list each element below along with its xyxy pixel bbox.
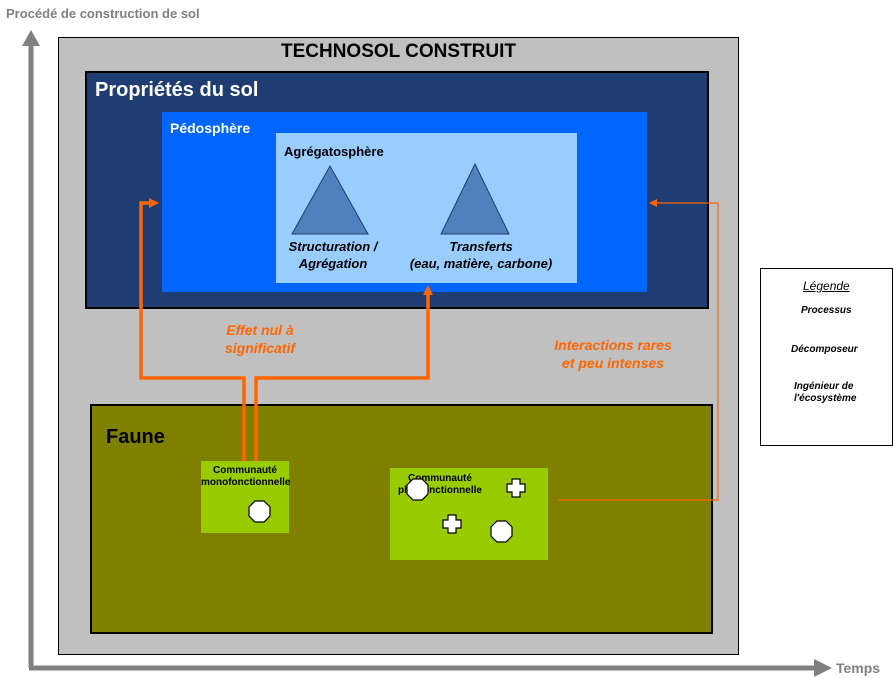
octagon-icon bbox=[406, 478, 429, 501]
technosol-title: TECHNOSOL CONSTRUIT bbox=[280, 41, 517, 62]
y-axis-arrowhead bbox=[22, 30, 40, 46]
interactions-label: Interactions rares et peu intenses bbox=[538, 336, 688, 372]
legend-processus-label: Processus bbox=[801, 305, 852, 316]
process-label-line: Transferts bbox=[449, 239, 513, 254]
legend-ingenieur-line: l'écosystème bbox=[794, 393, 857, 404]
cross-icon bbox=[442, 514, 462, 534]
pedosphere-title: Pédosphère bbox=[170, 120, 251, 136]
process-label-line: Structuration / bbox=[288, 239, 378, 254]
legend-ingenieur-line: Ingénieur de bbox=[794, 381, 854, 392]
communaute-mono-label: Communauté monofonctionnelle bbox=[201, 465, 291, 489]
x-axis-label: Temps bbox=[836, 660, 881, 676]
agregatosphere-title: Agrégatosphère bbox=[284, 144, 384, 159]
legend-ingenieur-label: Ingénieur de l'écosystème bbox=[794, 381, 856, 405]
comm-label-line: Communauté bbox=[213, 465, 277, 476]
y-axis-label: Procédé de construction de sol bbox=[6, 6, 200, 21]
legend-box bbox=[760, 268, 893, 446]
process-label-line: (eau, matière, carbone) bbox=[409, 256, 553, 271]
interactions-label-line: Interactions rares bbox=[554, 337, 672, 353]
arrowhead-icon bbox=[149, 198, 159, 208]
comm-label-line: plurifonctionnelle bbox=[398, 485, 482, 496]
communaute-mono-box bbox=[201, 461, 289, 533]
x-axis-arrowhead bbox=[814, 659, 832, 677]
process-structuration-label: Structuration / Agrégation bbox=[268, 238, 398, 272]
effet-label: Effet nul à significatif bbox=[200, 321, 320, 357]
effet-arrow-left bbox=[139, 201, 246, 461]
legend-title: Légende bbox=[803, 279, 850, 293]
legend-decomposeur-label: Décomposeur bbox=[791, 344, 858, 355]
comm-label-line: Communauté bbox=[408, 473, 472, 484]
effet-label-line: Effet nul à bbox=[226, 322, 294, 338]
communaute-pluri-label: Communauté plurifonctionnelle bbox=[390, 473, 490, 497]
arrowhead-icon bbox=[649, 199, 657, 207]
proprietes-title: Propriétés du sol bbox=[95, 79, 259, 101]
triangle-icon bbox=[291, 164, 369, 235]
arrowhead-icon bbox=[423, 285, 433, 295]
process-label-line: Agrégation bbox=[298, 256, 368, 271]
cross-icon bbox=[506, 478, 526, 498]
octagon-icon bbox=[490, 520, 513, 543]
comm-label-line: monofonctionnelle bbox=[201, 477, 291, 488]
interactions-label-line: et peu intenses bbox=[562, 355, 664, 371]
effet-arrow-right bbox=[254, 294, 430, 461]
effet-label-line: significatif bbox=[224, 340, 295, 356]
faune-title: Faune bbox=[106, 426, 165, 448]
octagon-icon bbox=[248, 500, 271, 523]
process-transferts-label: Transferts (eau, matière, carbone) bbox=[392, 238, 570, 272]
triangle-icon bbox=[440, 162, 510, 235]
interactions-connector bbox=[558, 202, 719, 501]
